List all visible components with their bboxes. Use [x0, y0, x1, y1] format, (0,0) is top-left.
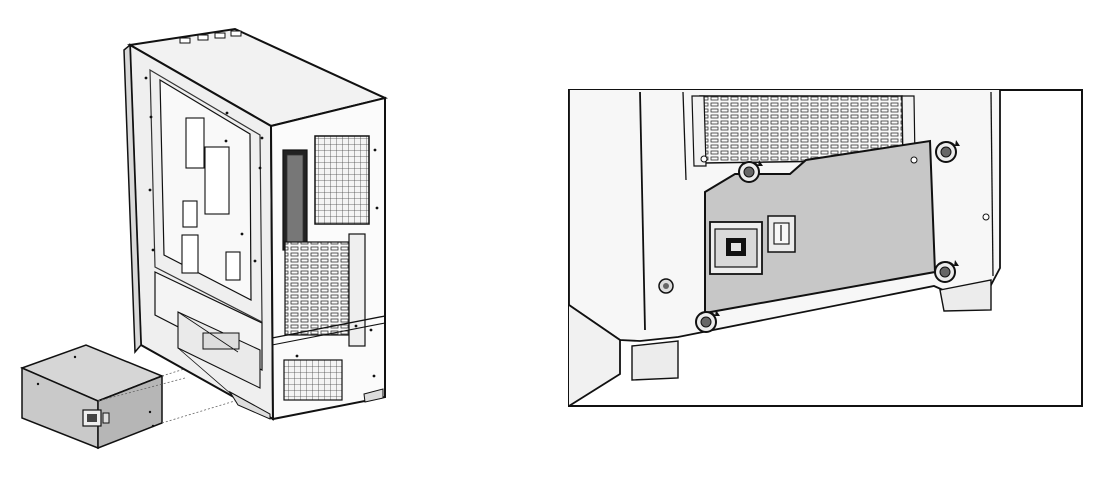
- rear-exhaust-mesh: [314, 135, 370, 225]
- case-front-edge: [123, 43, 142, 354]
- tray-cutout: [204, 146, 230, 215]
- tray-cutout: [185, 117, 205, 169]
- psu-detail-panel: [568, 89, 1083, 407]
- internal-frame: [149, 68, 263, 323]
- installation-guide-lines: [97, 351, 239, 424]
- case-top-port: [214, 32, 226, 39]
- tray-cutout: [182, 200, 198, 228]
- power-inlet: [709, 221, 763, 275]
- screw-icon: [695, 310, 720, 333]
- case-screws: [144, 76, 379, 378]
- screw-icon: [935, 140, 960, 163]
- case-top-port: [230, 30, 242, 37]
- case-top-port: [197, 34, 209, 41]
- rear-psu-vent: [283, 359, 343, 401]
- case-top-port: [179, 37, 191, 44]
- detail-side-screws: [658, 155, 990, 294]
- power-switch: [767, 215, 796, 253]
- rear-io-slot: [286, 154, 304, 246]
- tray-cutout: [225, 251, 241, 281]
- screw-icon: [738, 160, 763, 183]
- pc-case: [123, 27, 389, 421]
- psu-socket-icon: [87, 414, 97, 422]
- case-foot: [228, 390, 271, 420]
- psu-switch: [102, 412, 110, 424]
- expansion-slot-bracket: [348, 233, 366, 347]
- tray-cutout: [181, 234, 199, 274]
- screw-icon: [934, 260, 959, 283]
- expansion-slot-area: [284, 241, 350, 336]
- psu-unit: [19, 344, 165, 450]
- case-foot: [363, 388, 384, 403]
